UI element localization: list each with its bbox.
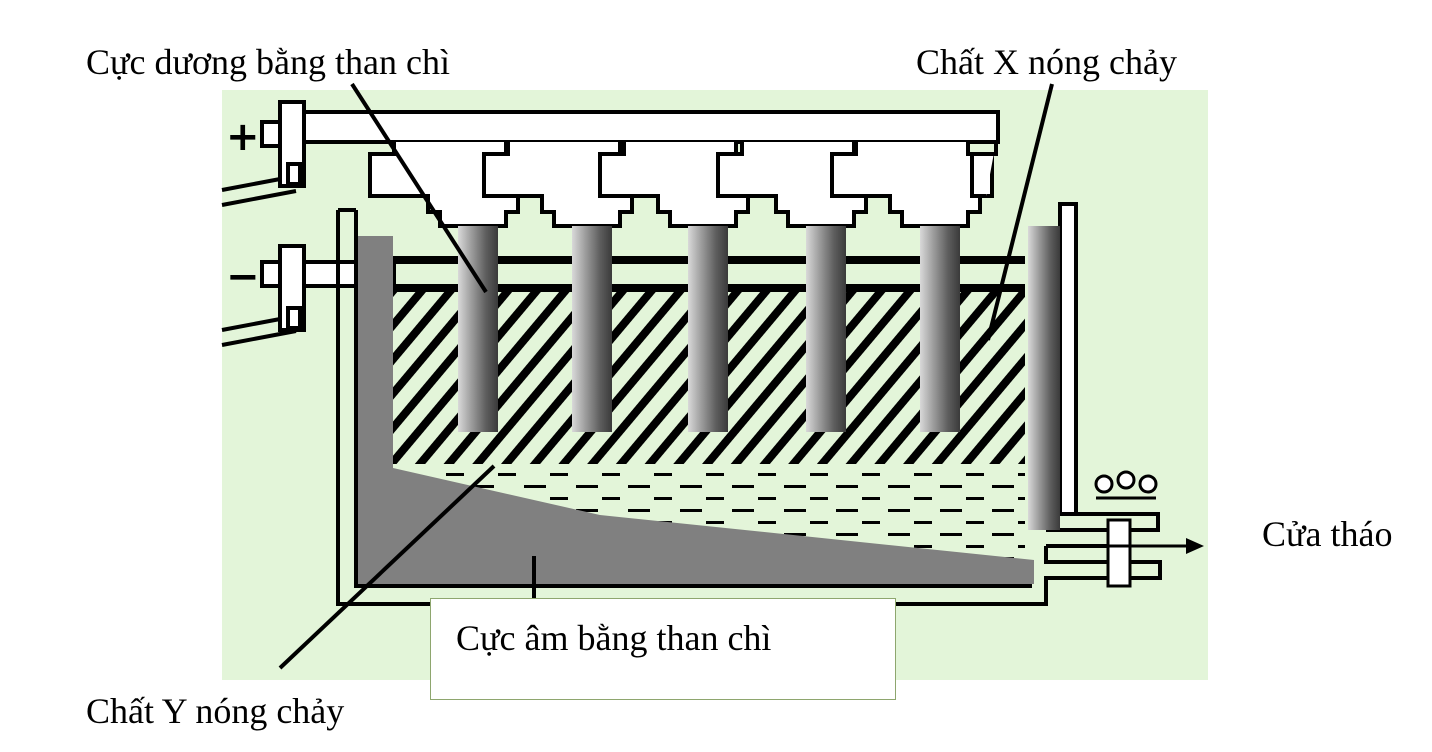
- anode-hanger-end: [970, 142, 998, 198]
- anode-rod: [920, 226, 960, 432]
- anode-rod: [806, 226, 846, 432]
- anode-hangers: [368, 142, 998, 228]
- anode-rod: [572, 226, 612, 432]
- pointer-lines: [278, 82, 1054, 670]
- anode-rods: [458, 226, 960, 432]
- minus-sign: −: [226, 254, 260, 300]
- drain-arrowhead: [1186, 538, 1204, 554]
- drain-label: Cửa tháo: [1262, 514, 1393, 554]
- cathode-label: Cực âm bằng than chì: [456, 618, 772, 658]
- drain-valve: [1094, 470, 1158, 588]
- anode-label: Cực dương bằng than chì: [86, 42, 450, 82]
- negative-terminal: [260, 244, 306, 332]
- tank-inner-wall: [354, 210, 1032, 588]
- anode-rod: [688, 226, 728, 432]
- cathode-lining: [356, 236, 1034, 584]
- cathode-label-box: [430, 598, 896, 700]
- positive-terminal: [260, 100, 306, 188]
- anode-bus-bar: [302, 110, 1000, 144]
- molten-y-label: Chất Y nóng chảy: [86, 691, 345, 731]
- tank-right-wall: [1058, 202, 1078, 516]
- cathode-side-rod: [1028, 226, 1060, 530]
- plus-sign: +: [226, 114, 260, 160]
- molten-x-label: Chất X nóng chảy: [916, 42, 1177, 82]
